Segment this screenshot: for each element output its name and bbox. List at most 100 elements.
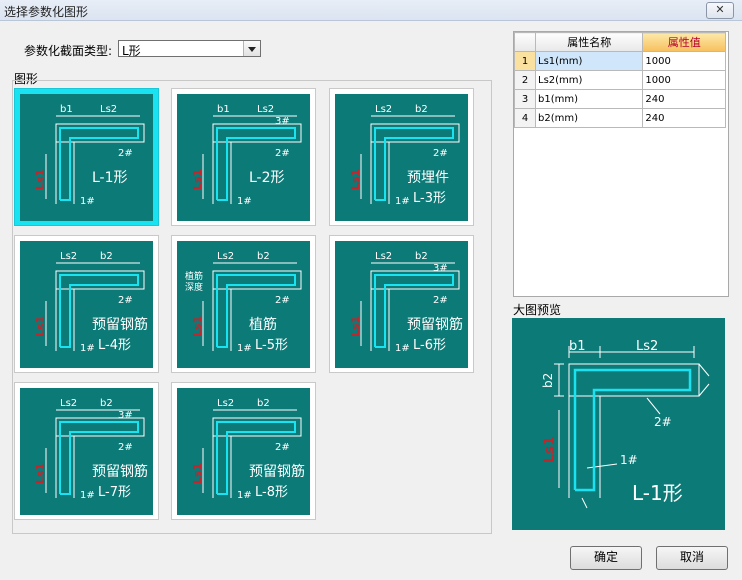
bar-label: 1# (395, 343, 410, 354)
dim-label: b1 (60, 104, 73, 115)
outline-line (370, 123, 460, 143)
rebar-line (374, 127, 454, 201)
bar-label: 1# (237, 490, 252, 501)
bar-label: 2# (433, 295, 448, 306)
shape-group (12, 80, 492, 534)
prop-name: b1(mm) (534, 89, 644, 109)
section-type-label: 参数化截面类型: (24, 44, 113, 58)
dim-label: b2 (100, 251, 113, 262)
dim-ls1-label: Ls1 (34, 316, 47, 337)
row-number: 4 (514, 108, 536, 128)
table-row[interactable]: 2 Ls2(mm) 1000 (514, 70, 726, 90)
shape-code: L-6形 (413, 338, 446, 353)
outline-line (55, 270, 145, 290)
dim-label: b2 (415, 104, 428, 115)
prop-value[interactable]: 240 (642, 108, 726, 128)
shape-code: L-4形 (98, 338, 131, 353)
table-row[interactable]: 4 b2(mm) 240 (514, 108, 726, 128)
dim-label: b2 (415, 251, 428, 262)
dim-label: Ls2 (60, 398, 77, 409)
row-number: 3 (514, 89, 536, 109)
section-type-select[interactable]: L形 (118, 40, 261, 58)
property-table: 属性名称 属性值 1 Ls1(mm) 1000 2 Ls2(mm) 1000 3… (514, 32, 726, 128)
close-button[interactable]: ✕ (706, 2, 734, 19)
dim-ls1-label: Ls1 (191, 316, 204, 337)
rebar-line (216, 274, 296, 348)
dim-ls1-label: Ls1 (349, 169, 362, 190)
group-label: 图形 (14, 72, 39, 86)
outline-line (370, 270, 460, 290)
shape-name: L-1形 (92, 170, 128, 186)
bar-label-1: 1# (620, 453, 638, 467)
bar-label: 2# (433, 148, 448, 159)
bar-label: 2# (275, 295, 290, 306)
prop-value[interactable]: 1000 (642, 51, 726, 71)
shape-code: L-8形 (255, 485, 288, 500)
prop-value[interactable]: 240 (642, 89, 726, 109)
dim-ls1-label: Ls1 (34, 463, 47, 484)
prop-value[interactable]: 1000 (642, 70, 726, 90)
shape-name: 预留钢筋 (249, 463, 305, 480)
extra-label: 植筋 (185, 270, 203, 282)
chevron-down-icon[interactable] (243, 41, 260, 56)
bar-label: 1# (237, 343, 252, 354)
dim-label: b2 (257, 398, 270, 409)
dim-label: b2 (257, 251, 270, 262)
bar-label: 2# (275, 442, 290, 453)
shape-name: L-2形 (249, 170, 285, 186)
bar-label: 3# (433, 263, 448, 274)
title-bar: 选择参数化图形 ✕ (0, 0, 742, 21)
dim-label: Ls2 (217, 398, 234, 409)
shape-name: 预留钢筋 (407, 316, 463, 333)
bar-label: 2# (118, 148, 133, 159)
rebar-line (59, 421, 139, 495)
dim-ls1-label: Ls1 (191, 169, 204, 190)
row-number: 2 (514, 70, 536, 90)
rebar-line (216, 127, 296, 201)
rebar-line (216, 421, 296, 495)
shape-name: 植筋 (249, 316, 277, 333)
ok-button[interactable]: 确定 (570, 546, 642, 570)
bar-label: 3# (118, 410, 133, 421)
dim-label: Ls2 (257, 104, 274, 115)
preview-image: b1 Ls2 b2 Ls1 2# 1# L-1形 (512, 318, 725, 530)
shape-name: 预留钢筋 (92, 463, 148, 480)
preview-shape-name: L-1形 (632, 481, 683, 505)
bar-label: 1# (395, 196, 410, 207)
bar-label: 1# (237, 196, 252, 207)
dim-label: b2 (100, 398, 113, 409)
dim-label: Ls2 (217, 251, 234, 262)
bar-label: 2# (118, 295, 133, 306)
bar-label-2: 2# (654, 415, 672, 429)
dim-b1: b1 (569, 339, 586, 354)
bar-label: 3# (275, 116, 290, 127)
bar-label: 1# (80, 343, 95, 354)
shape-name: 预埋件 (407, 170, 449, 186)
column-header-name: 属性名称 (534, 32, 644, 52)
table-row[interactable]: 3 b1(mm) 240 (514, 89, 726, 109)
rebar-line (59, 127, 139, 201)
dim-label: Ls2 (60, 251, 77, 262)
section-type-value: L形 (122, 44, 141, 58)
table-row[interactable]: 1 Ls1(mm) 1000 (514, 51, 726, 71)
cancel-button[interactable]: 取消 (656, 546, 728, 570)
window-title: 选择参数化图形 (4, 5, 89, 19)
dim-ls1-label: Ls1 (349, 316, 362, 337)
extra-label: 深度 (185, 281, 203, 293)
